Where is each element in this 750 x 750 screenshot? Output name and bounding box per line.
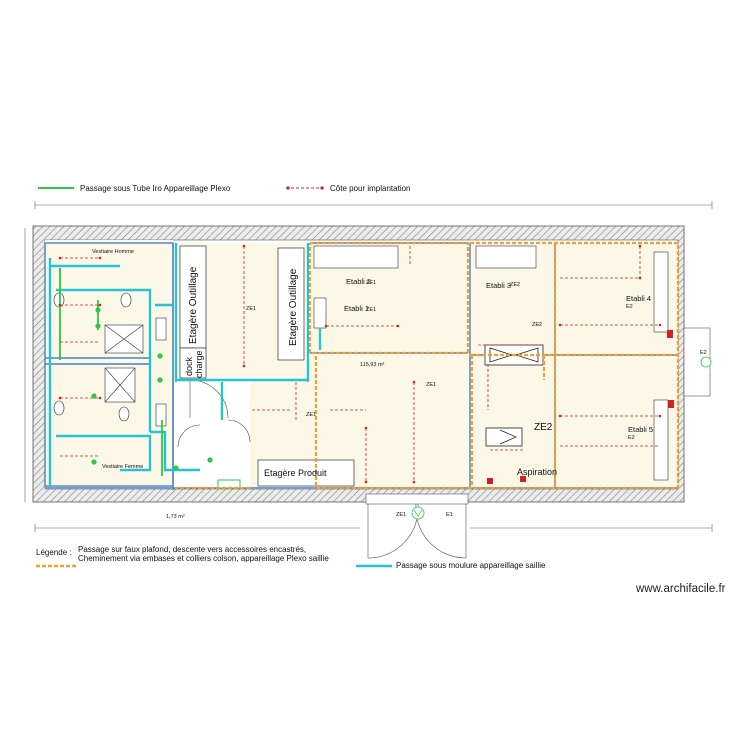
legend-bottom: Légende : Passage sur faux plafond, desc… [36, 545, 546, 570]
label-etabli-1: Etabli 1 [344, 304, 369, 313]
overall-dimension-bottom [34, 524, 713, 532]
workbench-1-side [313, 297, 327, 329]
exit-sign [217, 479, 241, 489]
cyan-cable-paths [48, 243, 322, 486]
label-vestiaire-homme: Vestiaire Homme [92, 249, 134, 255]
orange-cable-paths [175, 241, 680, 490]
legend-top: Passage sous Tube Iro Appareillage Plexo… [38, 184, 411, 193]
label-area-small: 1,73 m² [166, 514, 185, 520]
toilet-3 [53, 400, 65, 416]
tag-ze1-etabli1: ZE1 [366, 307, 376, 313]
legend-red-dim-label: Côte pour implantation [330, 184, 411, 193]
label-etabli-2: Etabli 2 [346, 277, 371, 286]
tag-ze2-etabli3: ZE2 [510, 282, 520, 288]
label-etabli-4: Etabli 4 [626, 294, 651, 303]
tag-ze1-left: ZE1 [306, 412, 316, 418]
cabinet-femme [155, 403, 167, 427]
exit-light-icon-right [700, 356, 712, 368]
cabinet-homme [155, 317, 167, 341]
legend-title: Légende : [36, 548, 72, 557]
workbenches [313, 245, 669, 481]
workbench-4 [653, 251, 669, 333]
tag-ze1-main: ZE1 [426, 382, 436, 388]
legend-orange-line2: Cheminement via embases et colliers cols… [78, 554, 329, 563]
implant-dimensions [60, 246, 660, 482]
legend-red-dim-swatch [286, 186, 324, 190]
entrance-door [365, 493, 469, 559]
tag-e2-etabli4: E2 [626, 304, 633, 310]
workbench-3 [475, 245, 537, 269]
shelf-outillage-1 [179, 245, 207, 349]
vestiaire-fixtures [53, 292, 167, 427]
label-aspiration: Aspiration [517, 467, 557, 477]
etabli-3-5-room [470, 243, 678, 489]
tag-ze2-mid: ZE2 [532, 322, 542, 328]
aspiration-unit-bottom [485, 427, 523, 447]
workbench-5 [653, 399, 669, 481]
label-etagere-produit: Etagère Produit [264, 468, 327, 478]
overall-dimension-top [34, 201, 713, 209]
tag-ze1-outillage: ZE1 [246, 306, 256, 312]
legend-cyan-label: Passage sous moulure appareillage sailli… [396, 561, 546, 570]
label-area-main: 115,93 m² [360, 362, 385, 368]
label-dock-line2: charge [194, 350, 204, 378]
label-etabli-5: Etabli 5 [628, 425, 653, 434]
room-labels: Vestiaire Homme Vestiaire Femme Etagère … [92, 249, 653, 520]
side-door-right [683, 327, 712, 397]
zone-tags: ZE1 ZE1 ZE1 ZE1 ZE1 ZE1 ZE2 ZE2 E1 E2 E2… [246, 280, 707, 518]
exit-light-icon [411, 506, 425, 520]
electrical-panels [487, 330, 674, 484]
tag-ze1-etabli2: ZE1 [366, 280, 376, 286]
legend-green-label: Passage sous Tube Iro Appareillage Plexo [80, 184, 231, 193]
tag-e2-door: E2 [700, 350, 707, 356]
shelves [179, 245, 355, 487]
accessory-points [91, 307, 213, 471]
toilet-1 [53, 292, 65, 308]
label-etagere-outillage-2: Etagère Outillage [288, 268, 299, 346]
workbench-2 [313, 245, 399, 269]
label-etabli-3: Etabli 3 [486, 281, 511, 290]
dock-charge [179, 347, 207, 379]
legend-orange-line1: Passage sur faux plafond, descente vers … [78, 545, 306, 554]
shelf-produit [257, 459, 355, 487]
tag-e2-etabli5: E2 [628, 435, 635, 441]
shelf-outillage-2 [277, 247, 305, 361]
toilet-4 [118, 406, 130, 422]
toilet-2 [120, 292, 132, 308]
label-etagere-outillage-1: Etagère Outillage [188, 266, 199, 344]
label-vestiaire-femme: Vestiaire Femme [102, 464, 143, 470]
label-ze2: ZE2 [534, 422, 553, 433]
tag-e1-entry: E1 [446, 512, 453, 518]
tag-ze1-entry: ZE1 [396, 512, 406, 518]
label-dock-line1: dock [184, 356, 194, 376]
watermark[interactable]: www.archifacile.fr [636, 583, 726, 595]
